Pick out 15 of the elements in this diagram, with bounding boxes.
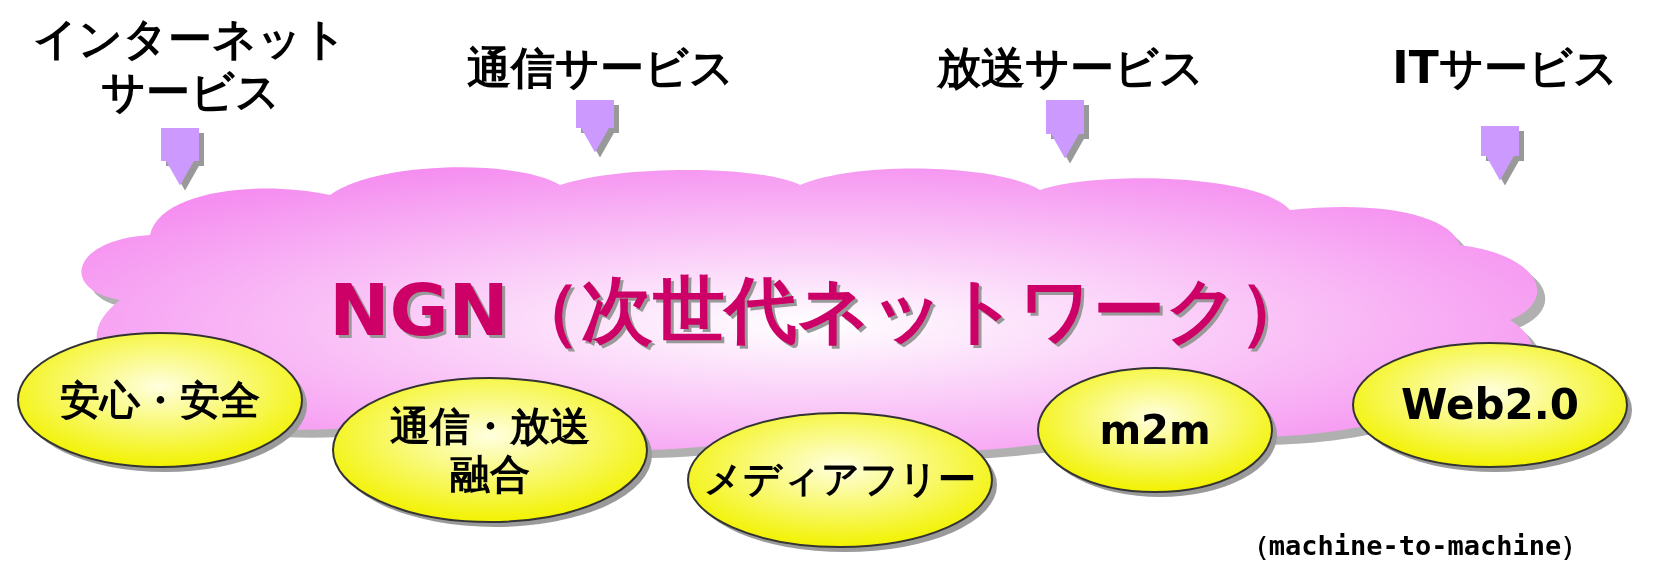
- service-label: 通信サービス: [466, 41, 734, 95]
- badge-label: 安心・安全: [60, 376, 260, 424]
- arrow: [161, 128, 199, 186]
- arrow: [1046, 100, 1084, 159]
- badge-label: メディアフリー: [704, 457, 976, 503]
- arrow: [1481, 126, 1519, 181]
- cloud-title: NGN（次世代ネットワーク）: [329, 266, 1311, 354]
- badge-label: Web2.0: [1401, 379, 1579, 431]
- service-label: インターネットサービス: [32, 12, 348, 119]
- service-label: 放送サービス: [936, 41, 1204, 95]
- badge-label: 通信・放送融合: [389, 402, 591, 498]
- badge-label: m2m: [1099, 406, 1211, 454]
- caption-text: （machine-to-machine）: [1240, 529, 1590, 563]
- service-label: ITサービス: [1392, 41, 1618, 95]
- arrow: [576, 100, 614, 153]
